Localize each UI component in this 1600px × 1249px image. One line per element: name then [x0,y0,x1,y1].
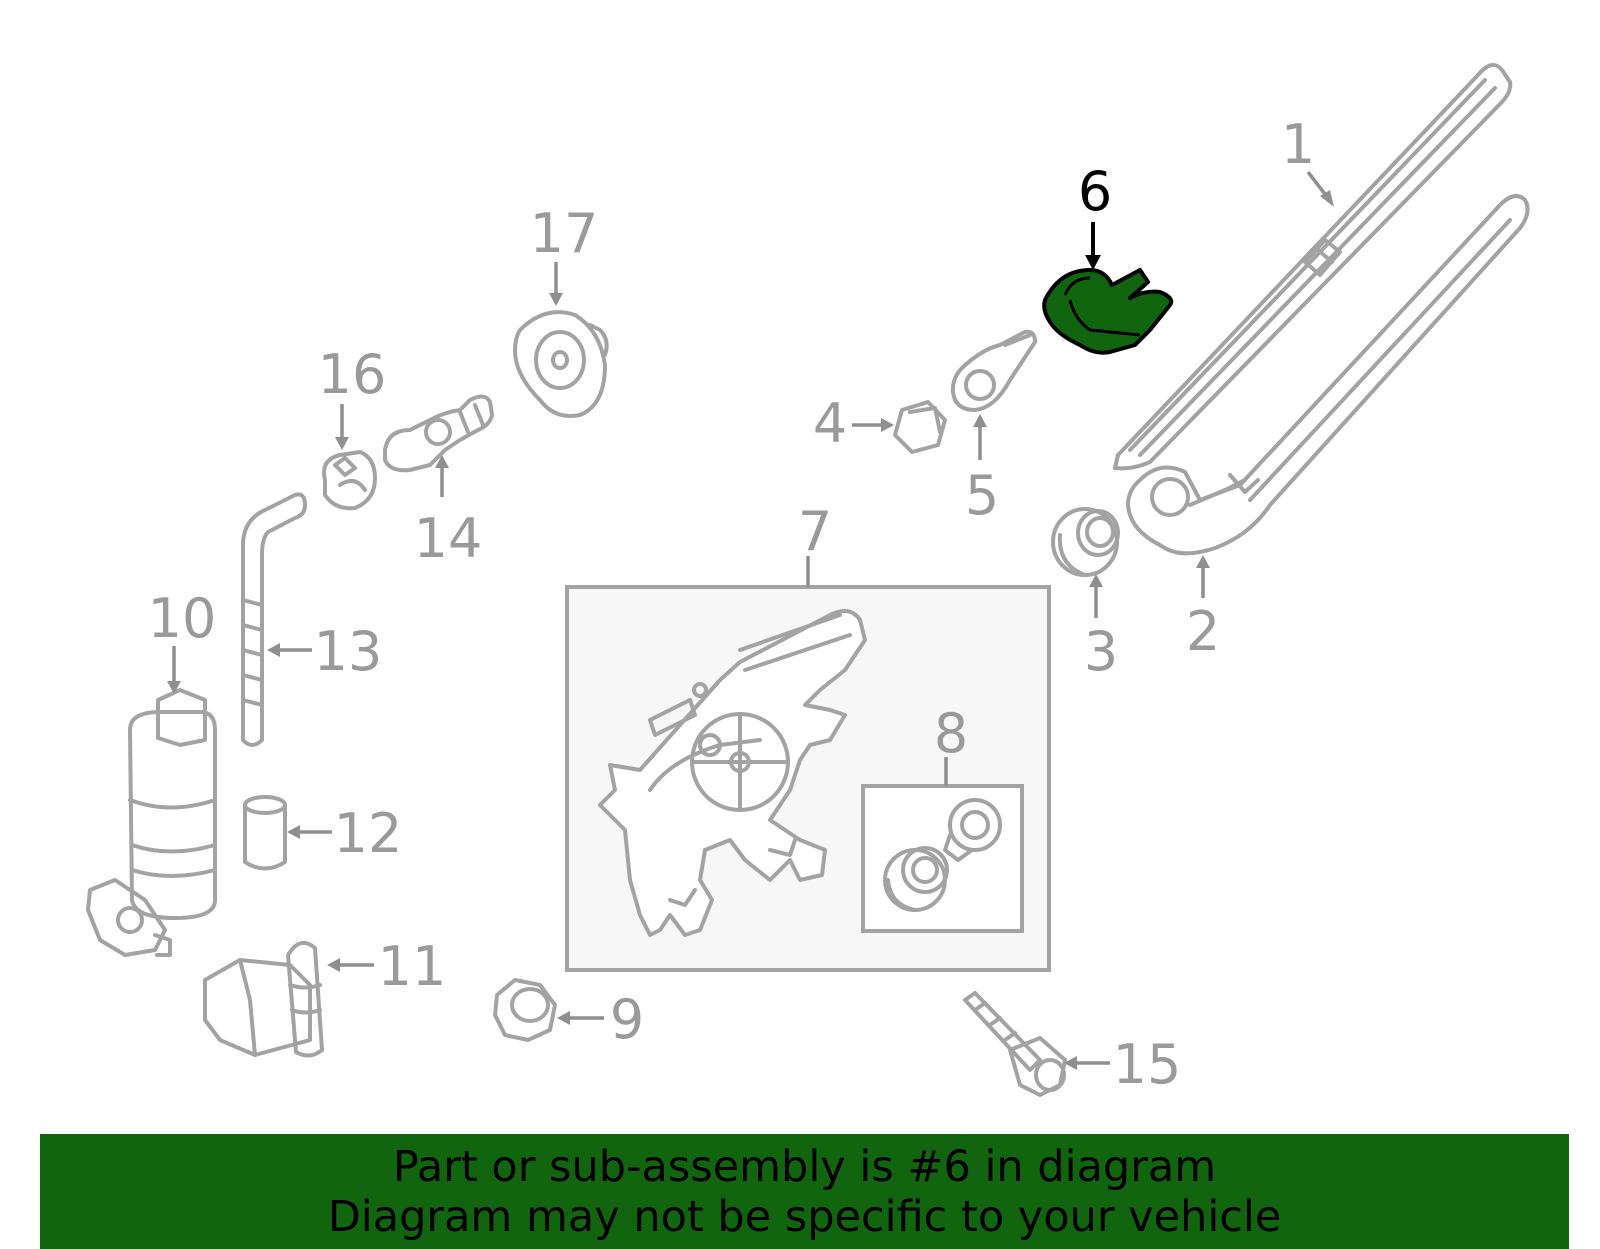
part-15-bolt[interactable] [963,991,1067,1097]
part-8-bushings[interactable] [883,798,1002,912]
part-3-grommet[interactable] [1051,507,1120,577]
part-2-wiper-arm[interactable] [1126,194,1530,556]
callout-11: 11 [378,935,447,998]
part-16-clip[interactable] [322,450,377,511]
part-17-seal[interactable] [513,310,609,418]
part-10-washer-pump[interactable] [86,688,217,957]
part-4-nut[interactable] [893,400,947,454]
banner-line-part-number: Part or sub-assembly is #6 in diagram [392,1142,1217,1192]
part-11-pump[interactable] [203,940,324,1058]
part-13-hose[interactable] [241,492,307,747]
part-1-wiper-blade[interactable] [1113,63,1513,471]
part-5-cap[interactable] [950,329,1037,412]
callout-13: 13 [314,620,383,683]
callout-1: 1 [1281,113,1315,176]
callout-8: 8 [934,702,968,765]
callout-3: 3 [1084,620,1118,683]
callout-10: 10 [148,587,217,650]
callout-4: 4 [813,392,847,455]
callout-12: 12 [334,802,403,865]
banner-line-disclaimer: Diagram may not be specific to your vehi… [327,1192,1282,1242]
part-7-wiper-motor[interactable] [598,609,867,937]
info-banner: Part or sub-assembly is #6 in diagram Di… [40,1134,1569,1249]
leader-lines [167,170,1334,1070]
callout-14: 14 [414,507,483,570]
callout-17: 17 [530,202,599,265]
callout-5: 5 [965,464,999,527]
callout-16: 16 [318,343,387,406]
callout-15: 15 [1113,1033,1182,1096]
part-12-sleeve[interactable] [243,795,287,871]
part-6-shape [1042,268,1174,355]
part-9-nut[interactable] [493,978,557,1042]
callout-7: 7 [798,500,832,563]
callout-6-highlighted: 6 [1078,160,1112,223]
callout-2: 2 [1186,600,1220,663]
callout-9: 9 [610,988,644,1051]
part-14-nozzle[interactable] [383,394,494,473]
part-6-cover-highlighted[interactable] [1042,268,1174,355]
